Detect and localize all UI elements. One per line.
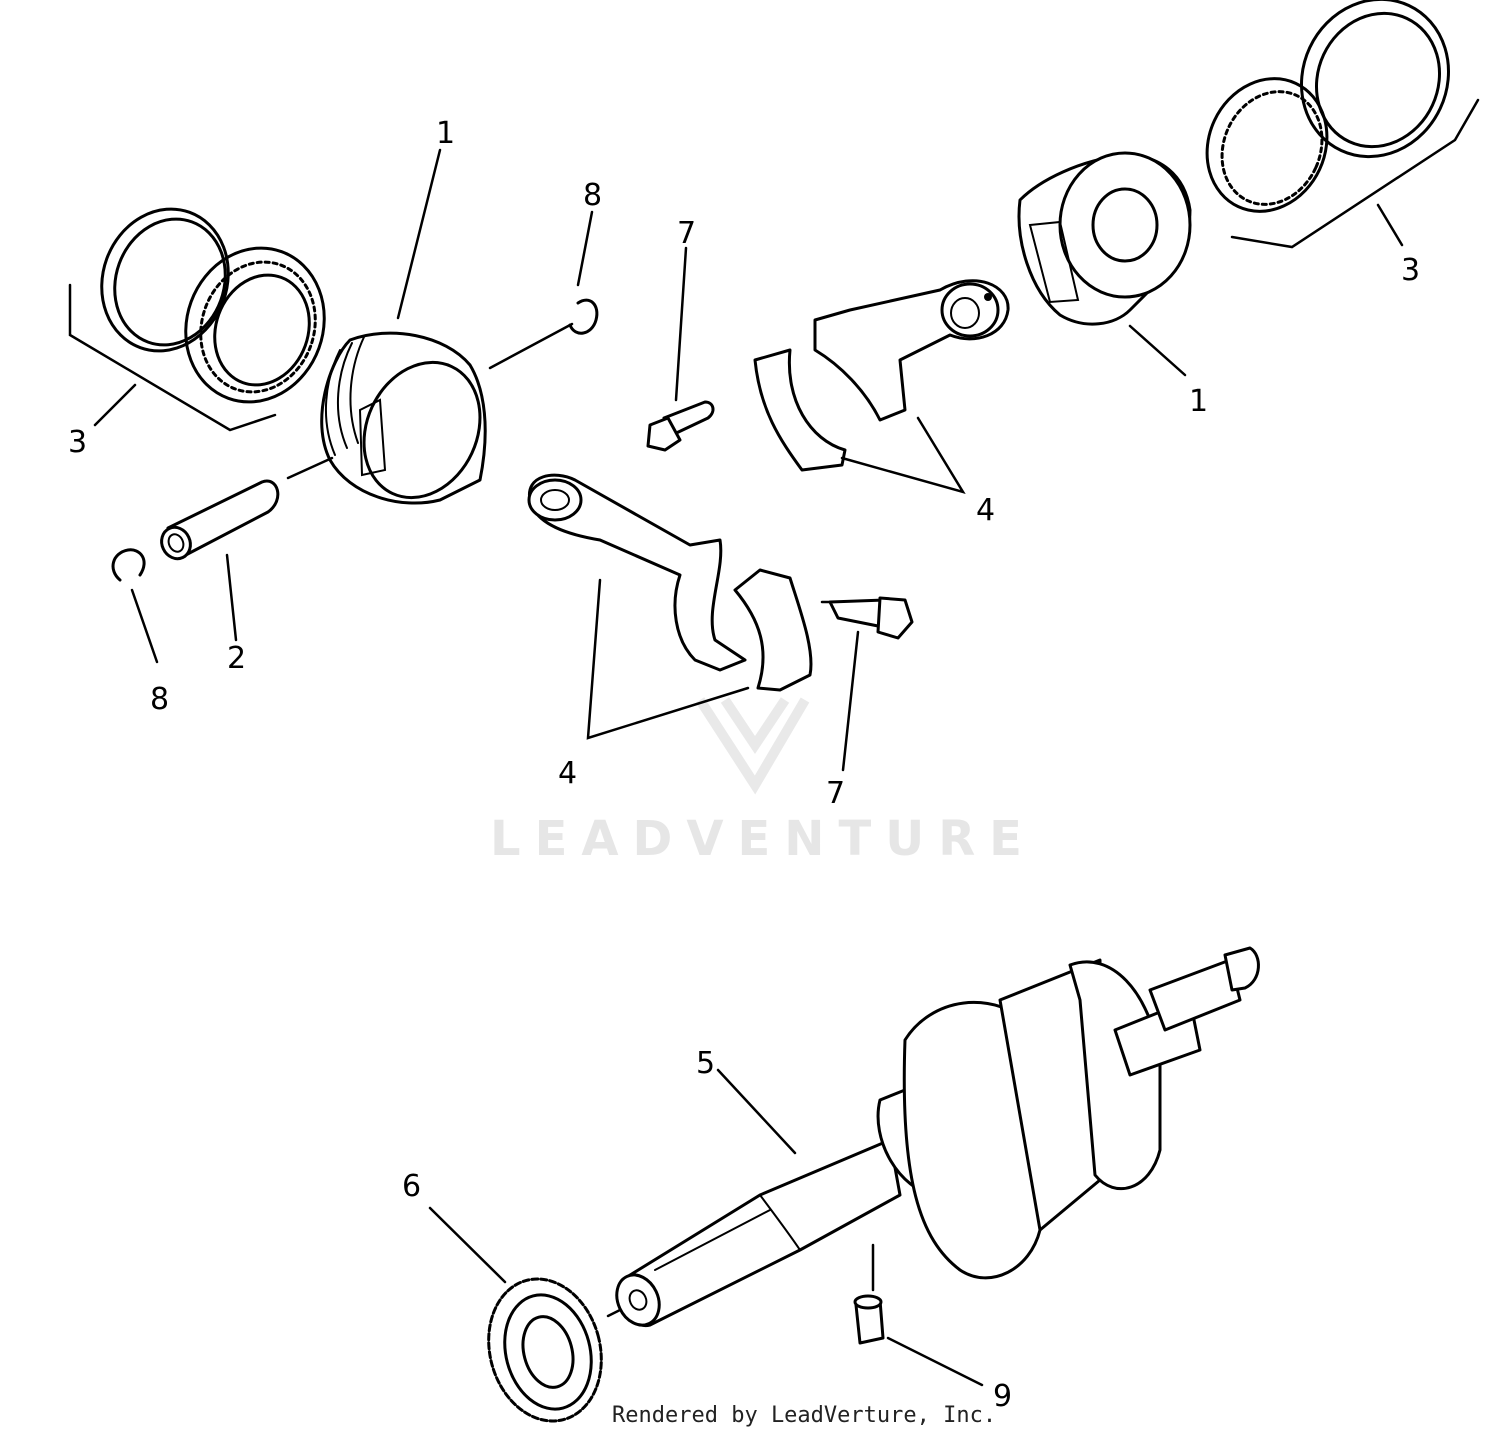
leader-7-upper	[674, 246, 688, 402]
bracket-3-right	[1230, 98, 1480, 249]
gear-axis-line	[606, 1308, 622, 1318]
leader-1-right	[1128, 324, 1187, 377]
callout-8-lower: 8	[150, 682, 169, 717]
leader-5	[716, 1068, 797, 1155]
watermark-text: LEADVENTURE	[490, 811, 1036, 867]
circlip-axis-line	[488, 322, 574, 370]
callout-6: 6	[402, 1169, 421, 1204]
leader-7-lower	[841, 630, 860, 772]
circlip-upper	[568, 298, 599, 335]
piston-rings-left	[100, 207, 326, 404]
credit-text: Rendered by LeadVerture, Inc.	[612, 1403, 996, 1428]
leader-8-upper	[576, 210, 594, 287]
leader-3-left	[93, 383, 137, 427]
rod-bolt-lower	[828, 596, 914, 640]
callout-7-lower: 7	[826, 776, 845, 811]
callout-4-lower: 4	[558, 756, 577, 791]
callout-8-upper: 8	[583, 178, 602, 213]
callout-7-upper: 7	[677, 216, 696, 251]
leader-9	[886, 1336, 984, 1387]
callout-9: 9	[993, 1379, 1012, 1414]
piston-left	[320, 331, 487, 505]
bracket-4-upper	[840, 416, 966, 495]
circlip-lower	[111, 548, 146, 582]
wrist-pin	[160, 479, 280, 561]
connecting-rod-upper	[813, 279, 1010, 422]
leader-6	[428, 1206, 507, 1284]
callout-1-right: 1	[1189, 384, 1208, 419]
crankshaft	[615, 946, 1260, 1327]
connecting-rod-lower	[527, 473, 747, 672]
rod-cap-lower	[733, 568, 813, 692]
callout-4-upper: 4	[976, 493, 995, 528]
callout-2: 2	[227, 641, 246, 676]
leader-1-left	[396, 148, 442, 320]
leader-2	[225, 553, 238, 642]
rod-bolt-upper	[646, 400, 715, 452]
callout-1-left: 1	[436, 116, 455, 151]
bracket-3-left	[68, 283, 277, 432]
crank-gear	[487, 1277, 603, 1423]
dowel-pin	[853, 1294, 885, 1345]
bracket-4-lower	[586, 578, 750, 740]
piston-rings-right	[1205, 0, 1450, 213]
pin-axis-line	[286, 456, 334, 480]
leader-8-lower	[130, 588, 159, 664]
callout-5: 5	[696, 1046, 715, 1081]
rod-cap-upper	[753, 348, 847, 472]
watermark-logo	[695, 697, 810, 795]
piston-right	[1017, 151, 1192, 326]
leader-3-right	[1376, 203, 1404, 247]
callout-3-right: 3	[1401, 253, 1420, 288]
callout-3-left: 3	[68, 425, 87, 460]
